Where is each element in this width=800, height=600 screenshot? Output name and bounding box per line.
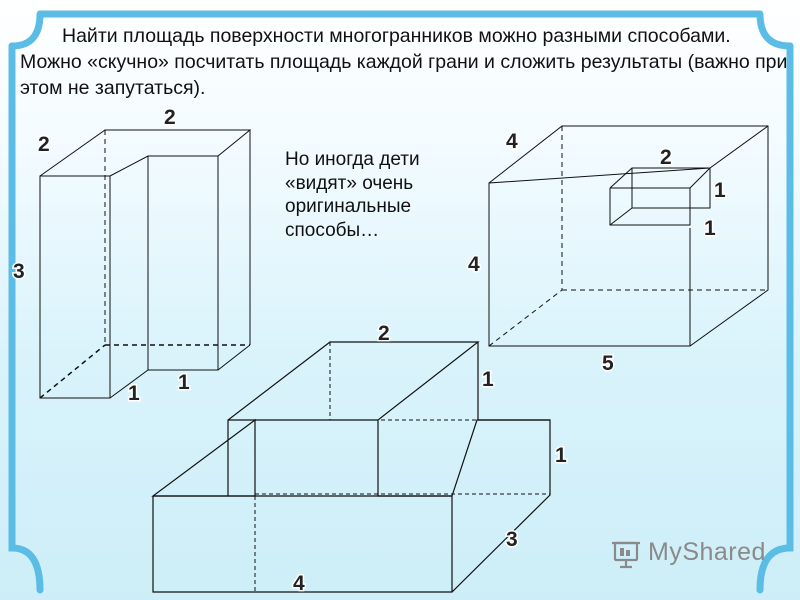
steps-label-depth: 3 [506,528,518,551]
frame-top-border [8,10,794,50]
notched-cube-notch-face [609,188,691,226]
notched-cube-label-bottom: 5 [602,352,614,375]
left-prism-label-depth: 2 [38,133,50,156]
steps-label-top: 2 [378,322,390,345]
notched-cube-hidden-diag [488,289,563,347]
note-paragraph: Но иногда дети «видят» очень оригинальны… [285,149,420,241]
notched-cube [488,125,769,347]
steps-figure [151,341,551,593]
steps-label-lower-height: 1 [555,444,567,467]
left-prism-front-left [39,175,111,399]
notched-cube-notch-side [631,168,711,209]
myshared-logo[interactable]: MyShared [610,535,770,571]
left-prism-label-bottom-b: 1 [128,382,140,405]
left-prism [39,129,252,399]
notched-cube-outline [488,125,769,347]
left-prism-label-height: 3 [13,260,25,283]
steps-label-upper-height: 1 [482,368,494,391]
notched-cube-label-notch-depth: 1 [714,179,726,202]
presentation-screen-icon [612,541,640,569]
frame-right-border [756,42,794,594]
left-prism-label-top: 2 [164,106,176,129]
left-prism-label-bottom-a: 1 [178,371,190,394]
left-prism-top-edges [39,129,252,177]
intro-paragraph: Найти площадь поверхности многогранников… [20,25,788,99]
notched-cube-label-notch-height: 1 [704,217,716,240]
notched-cube-labels: 4 2 1 1 4 5 [467,129,728,377]
notched-cube-notch-back-edge [609,207,633,226]
notched-cube-label-height: 4 [468,253,480,276]
left-prism-labels: 2 2 3 1 1 [12,105,192,407]
notched-cube-label-notch-width: 2 [660,146,672,169]
logo-text: MyShared [648,538,766,566]
steps-labels: 2 1 1 3 4 [292,321,569,597]
left-prism-hidden-base-diag [39,344,106,399]
steps-label-width: 4 [293,572,305,595]
frame-left-border [8,42,44,594]
notched-cube-label-top: 4 [506,130,518,153]
left-prism-notch-face [148,155,219,371]
left-prism-bottom-edges [109,344,251,399]
